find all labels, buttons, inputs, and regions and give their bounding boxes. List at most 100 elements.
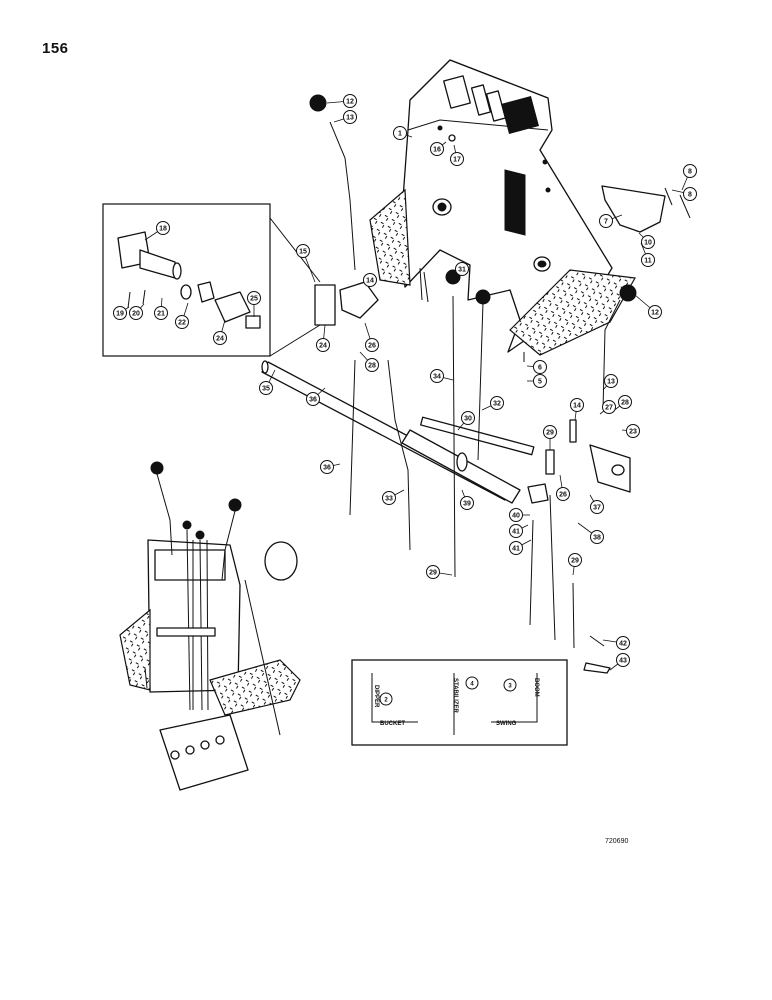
callout-circle: [509, 508, 523, 522]
callout-label: 16: [433, 147, 441, 154]
callout-circle: [648, 305, 662, 319]
callout-label: 7: [604, 219, 608, 226]
callout-circle: [316, 338, 330, 352]
callout-41: 41: [509, 539, 532, 555]
callout-24: 24: [316, 324, 330, 352]
decal-label-boom: BOOM: [533, 678, 539, 697]
callout-5: 5: [527, 374, 547, 388]
callout-circle: [590, 500, 604, 514]
callout-label: 18: [159, 226, 167, 233]
callout-label: 42: [619, 641, 627, 648]
callout-label: 36: [309, 397, 317, 404]
callout-label: 37: [593, 505, 601, 512]
callout-label: 34: [433, 374, 441, 381]
callout-circle: [641, 235, 655, 249]
callout-label: 22: [178, 320, 186, 327]
bracket-7: [601, 185, 691, 233]
callout-label: 26: [368, 343, 376, 350]
callout-label: 43: [619, 658, 627, 665]
callout-42: 42: [602, 636, 630, 650]
callout-label: 17: [453, 157, 461, 164]
callout-43: 43: [609, 653, 630, 671]
callout-circle: [365, 338, 379, 352]
callout-label: 40: [512, 513, 520, 520]
callout-29: 29: [543, 425, 557, 450]
decal-callout-3: 3: [508, 684, 512, 690]
callout-label: 13: [346, 115, 354, 122]
assembly-overview: [119, 461, 301, 791]
callout-label: 23: [629, 429, 637, 436]
callout-label: 29: [429, 570, 437, 577]
callout-12: 12: [634, 294, 662, 319]
callout-circle: [461, 411, 475, 425]
callout-label: 19: [116, 311, 124, 318]
callout-36: 36: [306, 387, 326, 406]
callout-label: 20: [132, 311, 140, 318]
callout-17: 17: [450, 144, 464, 166]
callout-circle: [533, 374, 547, 388]
callout-label: 11: [644, 258, 652, 265]
decal-label-bucket: BUCKET: [380, 721, 405, 727]
callout-label: 33: [385, 496, 393, 503]
callout-24: 24: [213, 319, 227, 345]
callout-circle: [320, 460, 334, 474]
callout-circle: [683, 187, 697, 201]
callout-26: 26: [364, 322, 379, 352]
callout-circle: [426, 565, 440, 579]
callout-circle: [247, 291, 261, 305]
callout-29: 29: [426, 565, 453, 579]
callout-circle: [490, 396, 504, 410]
callout-13: 13: [602, 374, 618, 391]
callout-circle: [616, 653, 630, 667]
callout-29: 29: [568, 553, 582, 576]
callout-circle: [570, 398, 584, 412]
callout-circle: [533, 360, 547, 374]
control-tower: [369, 59, 636, 362]
callout-circle: [156, 221, 170, 235]
callout-circle: [129, 306, 143, 320]
callout-label: 39: [463, 501, 471, 508]
callout-circle: [543, 425, 557, 439]
callout-label: 12: [651, 310, 659, 317]
callout-20: 20: [129, 303, 145, 320]
callout-circle: [296, 244, 310, 258]
callout-label: 21: [157, 311, 165, 318]
callout-label: 28: [368, 363, 376, 370]
callout-label: 41: [512, 546, 520, 553]
callout-label: 1: [398, 131, 402, 138]
callout-36: 36: [320, 460, 341, 474]
callout-circle: [365, 358, 379, 372]
callout-circle: [460, 496, 474, 510]
callout-label: 14: [366, 278, 374, 285]
callout-label: 5: [538, 379, 542, 386]
callout-circle: [683, 164, 697, 178]
callout-34: 34: [430, 369, 454, 383]
callout-label: 6: [538, 365, 542, 372]
callout-circle: [618, 395, 632, 409]
inset-detail: [102, 203, 321, 357]
callout-label: 25: [250, 296, 258, 303]
callout-label: 32: [493, 401, 501, 408]
callout-18: 18: [144, 221, 170, 241]
callout-33: 33: [382, 489, 405, 505]
callout-circle: [213, 331, 227, 345]
callout-label: 41: [512, 529, 520, 536]
callout-40: 40: [509, 508, 530, 522]
callout-label: 12: [346, 99, 354, 106]
decal-label-stabilizer: STABILIZER: [452, 678, 458, 714]
callout-13: 13: [333, 110, 357, 124]
callout-14: 14: [570, 398, 584, 421]
callout-label: 8: [688, 192, 692, 199]
callout-circle: [626, 424, 640, 438]
callout-circle: [306, 392, 320, 406]
callout-circle: [343, 110, 357, 124]
callout-6: 6: [526, 360, 547, 374]
callout-circle: [455, 262, 469, 276]
callout-21: 21: [154, 297, 168, 320]
callout-label: 29: [571, 558, 579, 565]
callout-circle: [450, 152, 464, 166]
callout-25: 25: [247, 291, 261, 317]
callout-12: 12: [326, 94, 357, 108]
